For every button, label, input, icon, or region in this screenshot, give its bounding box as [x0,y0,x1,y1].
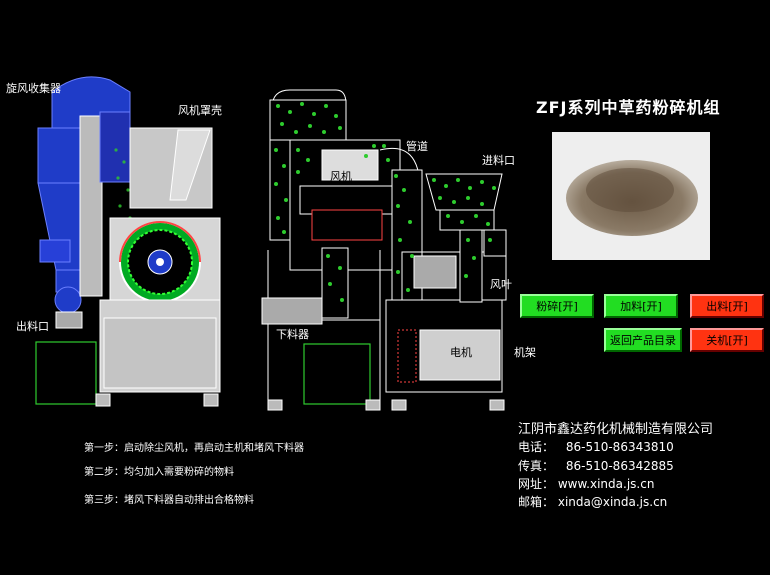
label-fan-housing: 风机罩壳 [178,104,222,117]
feed-on-button[interactable]: 加料[开] [604,294,678,318]
back-to-catalog-button[interactable]: 返回产品目录 [604,328,682,352]
left-machine [35,76,221,407]
web-label: 网址： [518,477,555,491]
label-cyclone: 旋风收集器 [6,82,61,95]
shutdown-button[interactable]: 关机[开] [690,328,764,352]
phone-value: 86-510-86343810 [565,440,674,454]
email-value[interactable]: xinda@xinda.js.cn [557,495,668,509]
label-frame: 机架 [514,346,536,359]
phone-label: 电话： [518,440,555,454]
label-pipe: 管道 [406,140,428,153]
product-photo [552,132,710,260]
email-row: 邮箱： xinda@xinda.js.cn [518,493,667,510]
middle-machine [261,89,507,411]
label-motor: 电机 [450,346,472,359]
fax-row: 传真： 86-510-86342885 [518,457,674,474]
label-blade: 风叶 [490,278,512,291]
label-lower-feeder: 下料器 [276,328,309,341]
label-inlet: 进料口 [482,154,515,167]
crush-on-button[interactable]: 粉碎[开] [520,294,594,318]
particle-cloud [274,102,496,302]
email-label: 邮箱： [518,495,555,509]
fax-label: 传真： [518,459,555,473]
label-fan: 风机 [330,170,352,183]
step-1: 第一步：启动除尘风机，再启动主机和堵风下料器 [84,443,304,454]
step-3: 第三步：堵风下料器自动排出合格物料 [84,495,254,506]
step-2: 第二步：均匀加入需要粉碎的物料 [84,467,234,478]
company-name: 江阴市鑫达药化机械制造有限公司 [518,422,714,437]
discharge-on-button[interactable]: 出料[开] [690,294,764,318]
page-title: ZFJ系列中草药粉碎机组 [536,98,721,117]
web-row: 网址： www.xinda.js.cn [518,475,654,492]
fan-housing [112,127,213,246]
label-outlet: 出料口 [16,320,49,333]
fax-value: 86-510-86342885 [565,459,674,473]
phone-row: 电话： 86-510-86343810 [518,438,674,455]
web-value[interactable]: www.xinda.js.cn [557,477,655,491]
grinder-wheel [109,217,221,309]
